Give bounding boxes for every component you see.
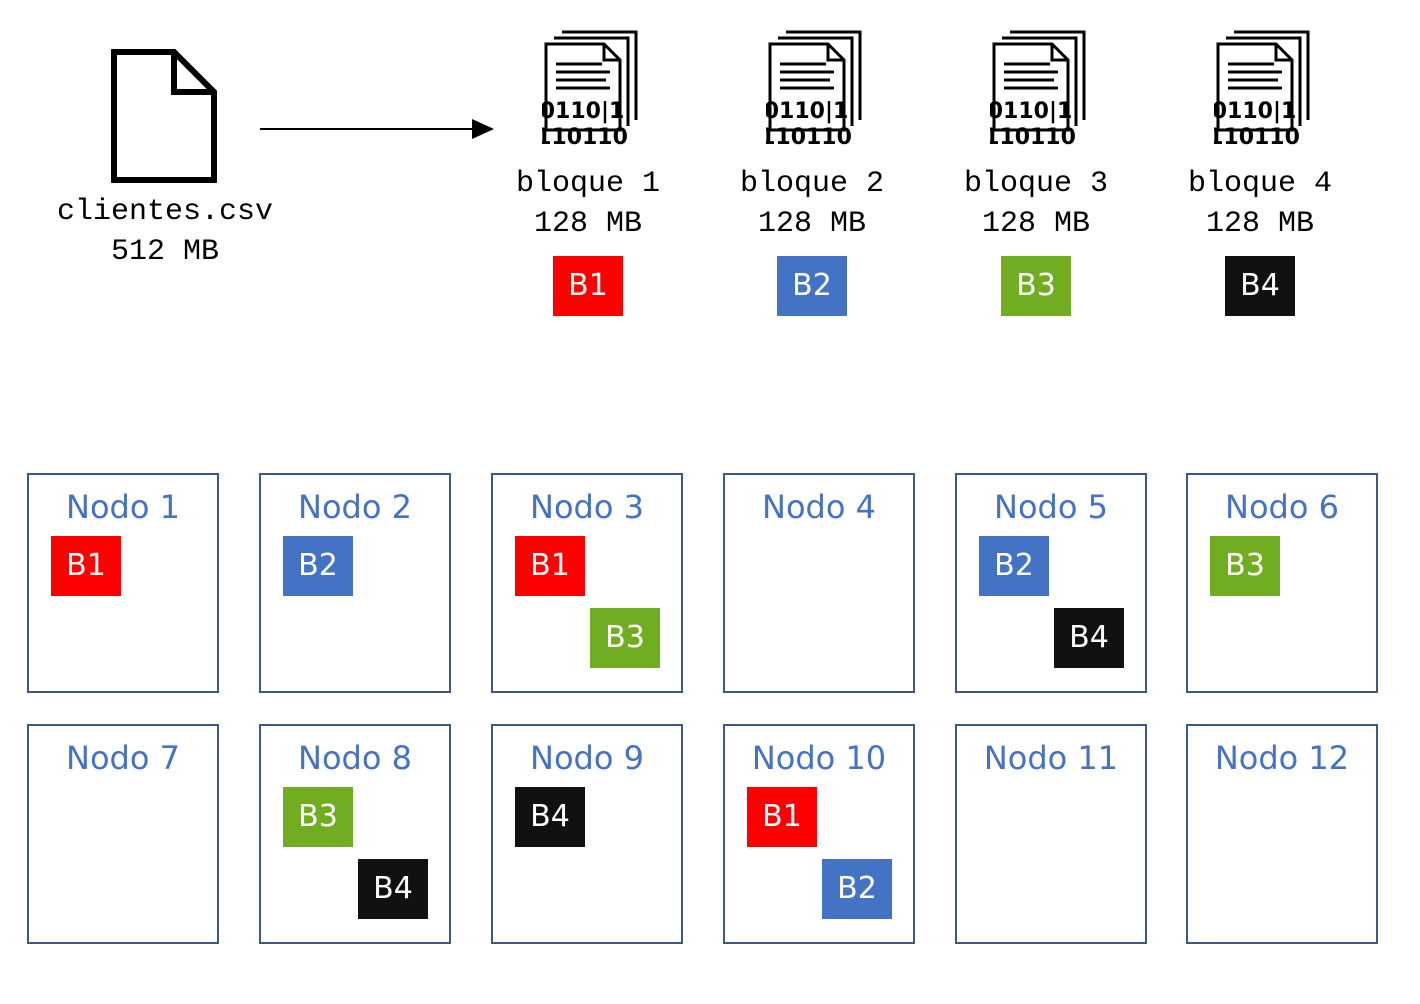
node-title: Nodo 12	[1214, 739, 1350, 777]
svg-text:110110: 110110	[766, 125, 852, 150]
node-title: Nodo 7	[66, 739, 180, 777]
block-tag-b1: B1	[515, 536, 585, 596]
node-9: Nodo 9 B4	[491, 724, 683, 944]
block-tag-b2: B2	[822, 859, 892, 919]
svg-text:110110: 110110	[542, 125, 628, 150]
block-tag-b4: B4	[1054, 608, 1124, 668]
block-tag-b3: B3	[283, 787, 353, 847]
block-size: 128 MB	[757, 207, 867, 241]
block-name: bloque 3	[963, 167, 1109, 201]
svg-text:110110: 110110	[990, 125, 1076, 150]
block-name: bloque 2	[739, 167, 885, 201]
node-title: Nodo 3	[530, 488, 644, 526]
file-icon	[111, 49, 217, 183]
svg-text:0110|1: 0110|1	[1214, 99, 1296, 124]
node-title: Nodo 9	[530, 739, 644, 777]
block-tag-b2: B2	[283, 536, 353, 596]
node-7: Nodo 7	[27, 724, 219, 944]
svg-text:0110|1: 0110|1	[542, 99, 624, 124]
node-title: Nodo 10	[751, 739, 887, 777]
svg-text:0110|1: 0110|1	[766, 99, 848, 124]
block-name: bloque 1	[515, 167, 661, 201]
block-tag-b3: B3	[1210, 536, 1280, 596]
node-title: Nodo 4	[762, 488, 876, 526]
arrow-right-icon	[260, 119, 494, 139]
block-tag-b4: B4	[1225, 256, 1295, 316]
block-tag-b1: B1	[747, 787, 817, 847]
block-size: 128 MB	[981, 207, 1091, 241]
node-title: Nodo 2	[298, 488, 412, 526]
block-tag-b4: B4	[358, 859, 428, 919]
block-name: bloque 4	[1187, 167, 1333, 201]
block-tag-b4: B4	[515, 787, 585, 847]
node-title: Nodo 1	[66, 488, 180, 526]
svg-text:110110: 110110	[1214, 125, 1300, 150]
block-size: 128 MB	[1205, 207, 1315, 241]
node-1: Nodo 1 B1	[27, 473, 219, 693]
node-title: Nodo 6	[1225, 488, 1339, 526]
block-tag-b2: B2	[979, 536, 1049, 596]
node-title: Nodo 5	[994, 488, 1108, 526]
node-4: Nodo 4	[723, 473, 915, 693]
block-tag-b3: B3	[590, 608, 660, 668]
node-title: Nodo 11	[983, 739, 1119, 777]
node-title: Nodo 8	[298, 739, 412, 777]
node-2: Nodo 2 B2	[259, 473, 451, 693]
block-tag-b1: B1	[51, 536, 121, 596]
block-tag-b2: B2	[777, 256, 847, 316]
source-file-size: 512 MB	[110, 235, 220, 269]
block-size: 128 MB	[533, 207, 643, 241]
block-tag-b1: B1	[553, 256, 623, 316]
node-6: Nodo 6 B3	[1186, 473, 1378, 693]
node-12: Nodo 12	[1186, 724, 1378, 944]
source-file-name: clientes.csv	[56, 195, 274, 229]
block-tag-b3: B3	[1001, 256, 1071, 316]
node-11: Nodo 11	[955, 724, 1147, 944]
svg-text:0110|1: 0110|1	[990, 99, 1072, 124]
